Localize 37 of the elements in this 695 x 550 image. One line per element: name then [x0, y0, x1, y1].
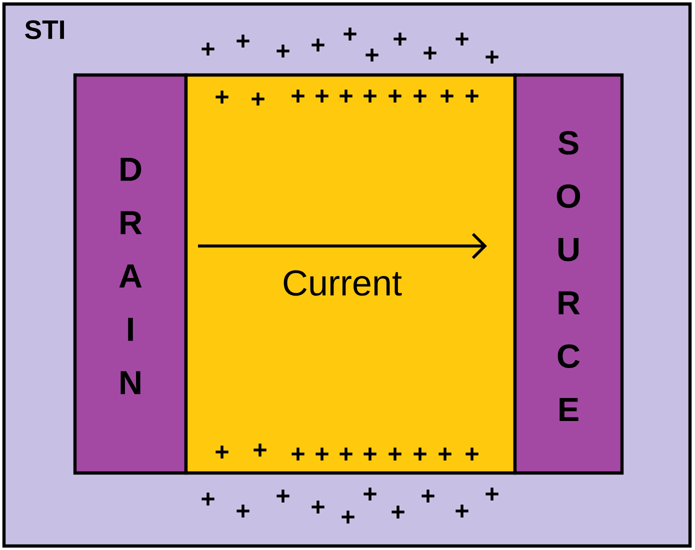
- plus-sign: +: [202, 42, 214, 56]
- plus-sign: +: [466, 448, 478, 460]
- plus-sign: +: [216, 446, 228, 458]
- plus-sign: +: [364, 90, 376, 102]
- plus-sign: +: [388, 448, 402, 460]
- plus-sign: +: [316, 90, 328, 102]
- plus-sign: +: [292, 90, 304, 102]
- arrow-label: Current: [284, 270, 402, 296]
- plus-sign: +: [456, 32, 468, 46]
- plus-sign: +: [456, 504, 468, 518]
- plus-sign: +: [486, 50, 498, 64]
- plus-sign: +: [364, 448, 376, 460]
- plus-sign: +: [202, 492, 214, 506]
- electrode-box: SOURCE: [513, 73, 624, 475]
- plus-sign: +: [292, 448, 304, 460]
- plus-sign: +: [486, 488, 498, 500]
- plus-sign: +: [344, 28, 356, 40]
- plus-sign: +: [340, 448, 352, 460]
- plus-sign: +: [342, 510, 354, 524]
- plus-sign: +: [312, 38, 324, 52]
- plus-sign: +: [394, 32, 406, 46]
- plus-sign: +: [236, 504, 250, 518]
- plus-sign: +: [388, 90, 402, 102]
- plus-sign: +: [252, 92, 264, 106]
- plus-sign: +: [316, 448, 328, 460]
- plus-sign: +: [466, 90, 478, 102]
- plus-sign: +: [312, 500, 324, 514]
- plus-sign: +: [414, 90, 426, 102]
- plus-sign: +: [438, 448, 452, 460]
- plus-sign: +: [340, 90, 352, 102]
- plus-sign: +: [254, 444, 266, 456]
- electrode-box: DRAIN: [73, 73, 188, 475]
- plus-sign: +: [216, 90, 228, 104]
- plus-sign: +: [236, 34, 250, 48]
- plus-sign: +: [392, 506, 404, 518]
- plus-sign: +: [440, 90, 454, 102]
- plus-sign: +: [414, 448, 426, 460]
